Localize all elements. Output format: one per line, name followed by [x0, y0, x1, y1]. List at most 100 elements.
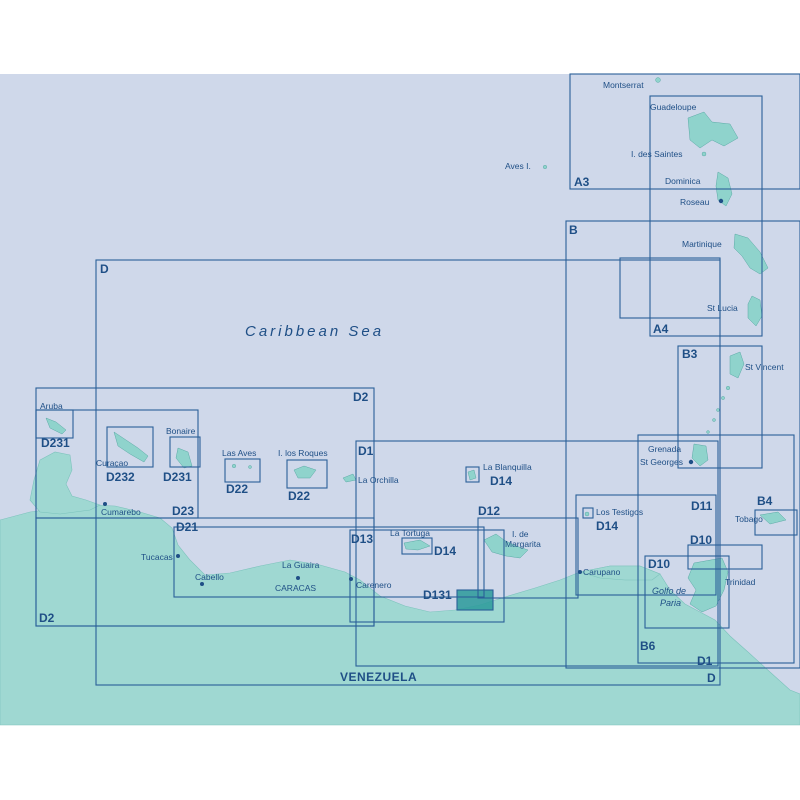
box-b[interactable]: [565, 220, 800, 669]
box-d12[interactable]: [477, 517, 579, 599]
label-dominica: Dominica: [665, 176, 701, 186]
code-d-top[interactable]: D: [100, 262, 109, 276]
code-b[interactable]: B: [569, 223, 578, 237]
code-b4[interactable]: B4: [757, 494, 773, 508]
box-guadeloupe[interactable]: [649, 95, 763, 337]
code-d2-top[interactable]: D2: [353, 390, 369, 404]
chart-boxes: [35, 73, 800, 686]
la-tortuga-island: [403, 539, 431, 551]
aves-island: [542, 164, 548, 170]
label-cumarebo: Cumarebo: [101, 507, 141, 517]
code-d1-top[interactable]: D1: [358, 444, 374, 458]
code-d12[interactable]: D12: [478, 504, 500, 518]
code-d23[interactable]: D23: [172, 504, 194, 518]
las-aves-island: [231, 463, 237, 469]
label-trinidad: Trinidad: [725, 577, 756, 587]
label-la-tortuga: La Tortuga: [390, 528, 430, 538]
box-d22-roques[interactable]: [286, 459, 328, 489]
code-d14-blanquilla[interactable]: D14: [490, 474, 512, 488]
code-a4[interactable]: A4: [653, 322, 669, 336]
grenada-island: [691, 443, 709, 467]
label-montserrat: Montserrat: [603, 80, 644, 90]
guadeloupe-island: [687, 111, 739, 149]
code-b3[interactable]: B3: [682, 347, 698, 361]
islands: [45, 77, 787, 559]
box-d1[interactable]: [355, 440, 719, 667]
code-d14-testigos[interactable]: D14: [596, 519, 618, 533]
paria-peninsula: [579, 565, 661, 581]
label-margarita-2: Margarita: [505, 539, 541, 549]
box-d[interactable]: [95, 259, 721, 686]
code-d-bottom[interactable]: D: [707, 671, 716, 685]
label-las-aves: Las Aves: [222, 448, 256, 458]
box-d23[interactable]: [35, 517, 375, 627]
grenadines-islands: [706, 385, 731, 434]
las-aves-island-2: [248, 465, 252, 469]
code-d231-aruba[interactable]: D231: [41, 436, 70, 450]
label-tucacas: Tucacas: [141, 552, 173, 562]
code-d10-a[interactable]: D10: [690, 533, 712, 547]
st-lucia-island: [747, 295, 763, 327]
label-carupano: Carupano: [583, 567, 621, 577]
label-golfo-de-paria-2: Paria: [660, 598, 681, 608]
box-d21[interactable]: [173, 526, 485, 598]
code-d1-bottom[interactable]: D1: [697, 654, 713, 668]
tobago-island: [759, 511, 787, 525]
code-d13[interactable]: D13: [351, 532, 373, 546]
label-st-vincent: St Vincent: [745, 362, 784, 372]
los-roques-island: [293, 465, 317, 479]
label-tobago: Tobago: [735, 514, 763, 524]
code-b6[interactable]: B6: [640, 639, 656, 653]
code-a3[interactable]: A3: [574, 175, 590, 189]
label-martinique: Martinique: [682, 239, 722, 249]
box-d10-a[interactable]: [687, 544, 763, 570]
label-st-lucia: St Lucia: [707, 303, 738, 313]
box-d232[interactable]: [106, 426, 154, 468]
label-grenada: Grenada: [648, 444, 681, 454]
box-d14-blanquilla[interactable]: [465, 466, 480, 483]
label-la-orchilla: La Orchilla: [358, 475, 399, 485]
code-d2-bottom[interactable]: D2: [39, 611, 55, 625]
box-d14-tortuga[interactable]: [401, 537, 433, 555]
label-des-saintes: I. des Saintes: [631, 149, 683, 159]
d131-highlight: [457, 590, 493, 610]
label-la-guaira: La Guaira: [282, 560, 320, 570]
la-blanquilla-island: [467, 469, 477, 481]
label-roseau: Roseau: [680, 197, 710, 207]
label-carenero: Carenero: [356, 580, 392, 590]
label-caribbean-sea: Caribbean Sea: [245, 323, 384, 340]
code-d232[interactable]: D232: [106, 470, 135, 484]
label-caracas: CARACAS: [275, 583, 316, 593]
box-d131[interactable]: [456, 589, 494, 611]
label-guadeloupe: Guadeloupe: [650, 102, 697, 112]
label-st-georges: St Georges: [640, 457, 683, 467]
label-aruba: Aruba: [40, 401, 63, 411]
box-d10-b[interactable]: [644, 555, 730, 629]
box-a3[interactable]: [569, 73, 800, 190]
label-los-roques: I. los Roques: [278, 448, 328, 458]
label-margarita-1: I. de: [512, 529, 529, 539]
code-d231-bonaire[interactable]: D231: [163, 470, 192, 484]
box-d231-bonaire[interactable]: [169, 436, 201, 468]
box-d14-testigos[interactable]: [582, 507, 594, 519]
box-d22-aves[interactable]: [224, 458, 261, 483]
box-b4[interactable]: [754, 509, 798, 536]
label-bonaire: Bonaire: [166, 426, 196, 436]
code-d11[interactable]: D11: [691, 499, 713, 513]
code-d10-b[interactable]: D10: [648, 557, 670, 571]
code-d22-roques[interactable]: D22: [288, 489, 310, 503]
code-d14-tortuga[interactable]: D14: [434, 544, 456, 558]
code-d22-aves[interactable]: D22: [226, 482, 248, 496]
box-grenada[interactable]: [637, 434, 795, 664]
box-d13[interactable]: [349, 529, 505, 623]
aruba-island: [45, 417, 67, 435]
label-venezuela: VENEZUELA: [340, 670, 417, 684]
los-testigos-island: [584, 511, 590, 517]
des-saintes-island: [701, 151, 707, 157]
code-d131[interactable]: D131: [423, 588, 452, 602]
code-d21[interactable]: D21: [176, 520, 198, 534]
montserrat-island: [655, 77, 661, 83]
label-la-blanquilla: La Blanquilla: [483, 462, 532, 472]
label-golfo-de-paria-1: Golfo de: [652, 586, 686, 596]
